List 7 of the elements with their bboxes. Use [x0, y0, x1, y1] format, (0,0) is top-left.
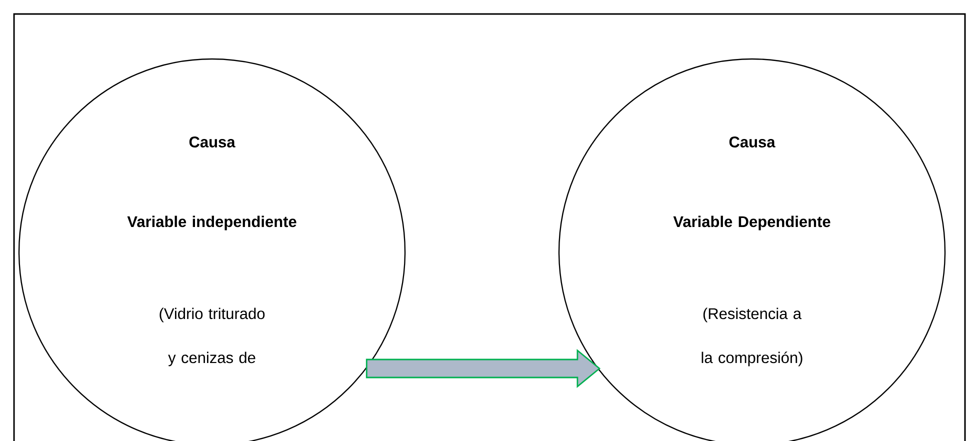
node-heading: Causa [729, 136, 776, 148]
node-title: Variable independiente [127, 216, 296, 230]
node-description: (Resistencia a la compresión) [702, 308, 802, 366]
node-heading: Causa [189, 136, 236, 148]
node-title: Variable Dependiente [673, 216, 830, 230]
block-arrow [366, 349, 601, 388]
node-description: (Vidrio triturado y cenizas de [160, 308, 265, 366]
